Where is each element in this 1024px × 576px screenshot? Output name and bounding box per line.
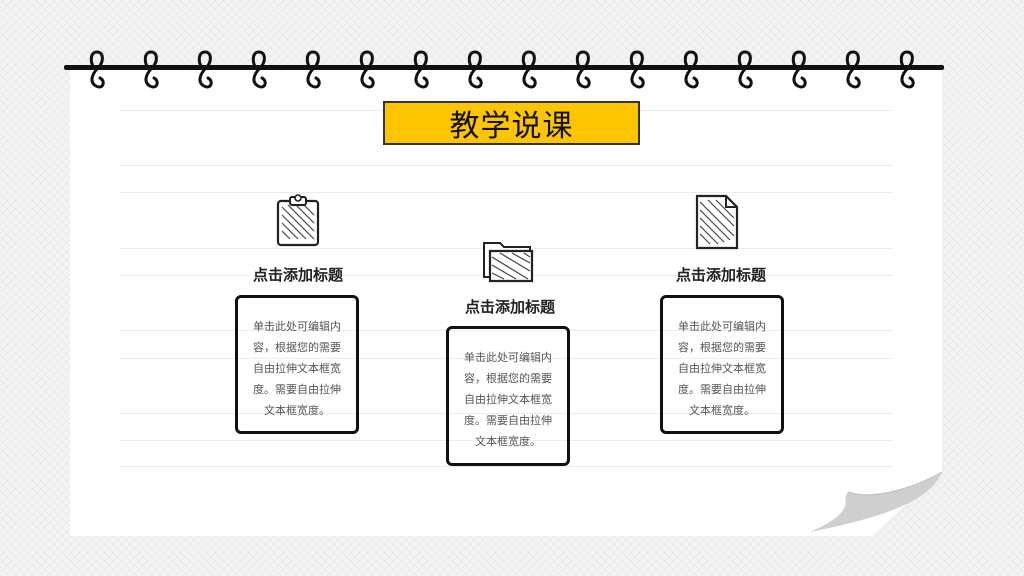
- spiral-ring-icon: [359, 50, 375, 89]
- slide-title-text: 教学说课: [449, 109, 574, 144]
- spiral-ring-icon: [683, 50, 699, 89]
- spiral-ring-icon: [737, 50, 753, 89]
- spiral-ring-icon: [305, 50, 321, 89]
- card-title[interactable]: 点击添加标题: [675, 266, 766, 284]
- spiral-ring-icon: [143, 50, 159, 89]
- spiral-ring-icon: [791, 50, 807, 89]
- spiral-ring-icon: [845, 50, 861, 89]
- spiral-ring-icon: [197, 50, 213, 89]
- spiral-ring-icon: [89, 50, 105, 89]
- spiral-ring-icon: [575, 50, 591, 89]
- card-title[interactable]: 点击添加标题: [464, 298, 555, 316]
- card-body-text: 单击此处可编辑内容，根据您的需要自由拉伸文本框宽度。需要自由拉伸文本框宽度。: [253, 320, 341, 417]
- spiral-ring-icon: [899, 50, 915, 89]
- document-icon: [695, 194, 739, 250]
- folder-icon: [483, 242, 534, 283]
- card-body-text: 单击此处可编辑内容，根据您的需要自由拉伸文本框宽度。需要自由拉伸文本框宽度。: [678, 320, 766, 417]
- notebook-paper: [70, 70, 942, 536]
- spiral-ring-icon: [467, 50, 483, 89]
- notebook-binding: [64, 65, 944, 70]
- slide-title[interactable]: 教学说课: [383, 101, 640, 145]
- spiral-ring-icon: [629, 50, 645, 89]
- card-text-box[interactable]: 单击此处可编辑内容，根据您的需要自由拉伸文本框宽度。需要自由拉伸文本框宽度。: [446, 326, 570, 466]
- clipboard-icon: [276, 194, 320, 247]
- card-text-box[interactable]: 单击此处可编辑内容，根据您的需要自由拉伸文本框宽度。需要自由拉伸文本框宽度。: [660, 295, 784, 434]
- spiral-ring-icon: [251, 50, 267, 89]
- card-title[interactable]: 点击添加标题: [252, 266, 343, 284]
- page-curl: [810, 471, 943, 532]
- spiral-ring-icon: [413, 50, 429, 89]
- spiral-ring-icon: [521, 50, 537, 89]
- card-body-text: 单击此处可编辑内容，根据您的需要自由拉伸文本框宽度。需要自由拉伸文本框宽度。: [464, 351, 552, 448]
- card-text-box[interactable]: 单击此处可编辑内容，根据您的需要自由拉伸文本框宽度。需要自由拉伸文本框宽度。: [235, 295, 359, 434]
